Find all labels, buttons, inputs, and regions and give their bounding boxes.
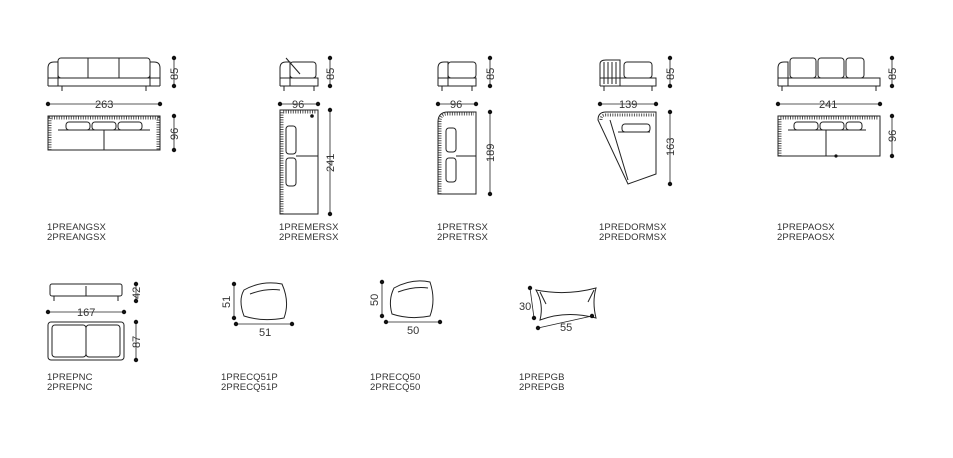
code-2: 2PREANGSX [47, 232, 107, 243]
top-view [597, 111, 657, 185]
dim-height: 50 [369, 279, 385, 319]
dim-width: 139 [597, 99, 659, 111]
dim-width: 96 [435, 99, 479, 111]
code-1: 1PRETRSX [437, 222, 489, 233]
dim-height: 51 [221, 281, 237, 321]
dim-width: 263 [45, 99, 163, 111]
width-label: 50 [407, 325, 419, 337]
code-1: 1PREANGSX [47, 222, 107, 233]
dim-width: 96 [277, 99, 321, 111]
width-label: 167 [77, 307, 95, 319]
dim-width: 51 [233, 321, 295, 339]
code-2: 2PREPAOSX [777, 232, 835, 243]
front-view [437, 61, 477, 91]
dim-height: 85 [887, 55, 899, 89]
code-1: 1PRECQ50 [370, 372, 420, 383]
code-1: 1PREDORMSX [599, 222, 667, 233]
depth-label: 96 [887, 130, 899, 142]
code-2: 2PRECQ51P [221, 382, 278, 393]
dim-height: 85 [485, 55, 497, 89]
height-label: 85 [325, 68, 337, 80]
top-view [437, 111, 477, 195]
dim-height: 85 [665, 55, 677, 89]
dim-width: 55 [535, 313, 595, 334]
pillow-drawing [535, 287, 597, 321]
width-label: 96 [450, 99, 462, 111]
code-1: 1PREPGB [519, 372, 565, 383]
code-1: 1PREMERSX [279, 222, 339, 233]
front-view [599, 59, 657, 91]
dim-width: 167 [45, 307, 127, 319]
depth-label: 163 [665, 138, 677, 156]
front-view [777, 57, 881, 91]
code-2: 2PRECQ50 [370, 382, 420, 393]
item-pgb: 55 30 1PREPGB 2PREPGB [519, 285, 597, 393]
item-angsx: 263 85 96 1PREANGSX 2PREANGSX [45, 55, 181, 243]
height-label: 85 [887, 68, 899, 80]
top-view [47, 321, 125, 361]
dim-width: 50 [383, 319, 443, 337]
width-label: 263 [95, 99, 113, 111]
dim-depth: 87 [131, 319, 143, 363]
cushion-drawing [389, 280, 434, 319]
dim-height: 85 [169, 55, 181, 89]
item-pnc: 167 42 87 1PREPNC 2PREPNC [45, 281, 143, 393]
height-label: 85 [665, 68, 677, 80]
top-view [777, 115, 881, 158]
height-label: 51 [221, 296, 233, 308]
item-trsx: 96 85 189 1PRETRSX 2PRETRSX [435, 55, 497, 243]
item-paosx: 241 85 96 1PREPAOSX 2PREPAOSX [775, 55, 899, 243]
depth-label: 241 [325, 154, 337, 172]
height-label: 42 [131, 287, 143, 299]
code-1: 1PREPNC [47, 372, 93, 383]
front-view [49, 283, 123, 301]
code-2: 2PREMERSX [279, 232, 339, 243]
height-label: 30 [519, 301, 531, 313]
width-label: 241 [819, 99, 837, 111]
width-label: 96 [292, 99, 304, 111]
width-label: 51 [259, 327, 271, 339]
dim-height: 85 [325, 55, 337, 89]
width-label: 139 [619, 99, 637, 111]
height-label: 50 [369, 294, 381, 306]
code-2: 2PREPGB [519, 382, 565, 393]
item-dormsx: 139 85 163 1PREDORMSX 2PREDORMSX [597, 55, 677, 243]
dim-width: 241 [775, 99, 883, 111]
dim-depth: 189 [485, 109, 497, 197]
height-label: 85 [485, 68, 497, 80]
item-cq50: 50 50 1PRECQ50 2PRECQ50 [369, 279, 443, 393]
depth-label: 96 [169, 128, 181, 140]
depth-label: 87 [131, 336, 143, 348]
code-1: 1PRECQ51P [221, 372, 278, 383]
item-mersx: 96 85 241 1PREMERSX 2PREMERSX [277, 55, 339, 243]
code-2: 2PRETRSX [437, 232, 489, 243]
width-label: 55 [560, 322, 572, 334]
cushion-drawing [240, 282, 288, 321]
code-2: 2PREDORMSX [599, 232, 667, 243]
front-view [279, 57, 319, 91]
front-view [47, 57, 161, 91]
dim-depth: 241 [325, 107, 337, 217]
depth-label: 189 [485, 144, 497, 162]
height-label: 85 [169, 68, 181, 80]
dim-depth: 163 [665, 109, 677, 187]
top-view [47, 115, 161, 151]
code-2: 2PREPNC [47, 382, 93, 393]
dim-depth: 96 [169, 113, 181, 153]
top-view [279, 109, 319, 215]
dim-height: 42 [131, 281, 143, 304]
dim-height: 30 [519, 285, 537, 321]
item-cq51p: 51 51 1PRECQ51P 2PRECQ51P [221, 281, 295, 393]
code-1: 1PREPAOSX [777, 222, 835, 233]
dim-depth: 96 [887, 113, 899, 159]
